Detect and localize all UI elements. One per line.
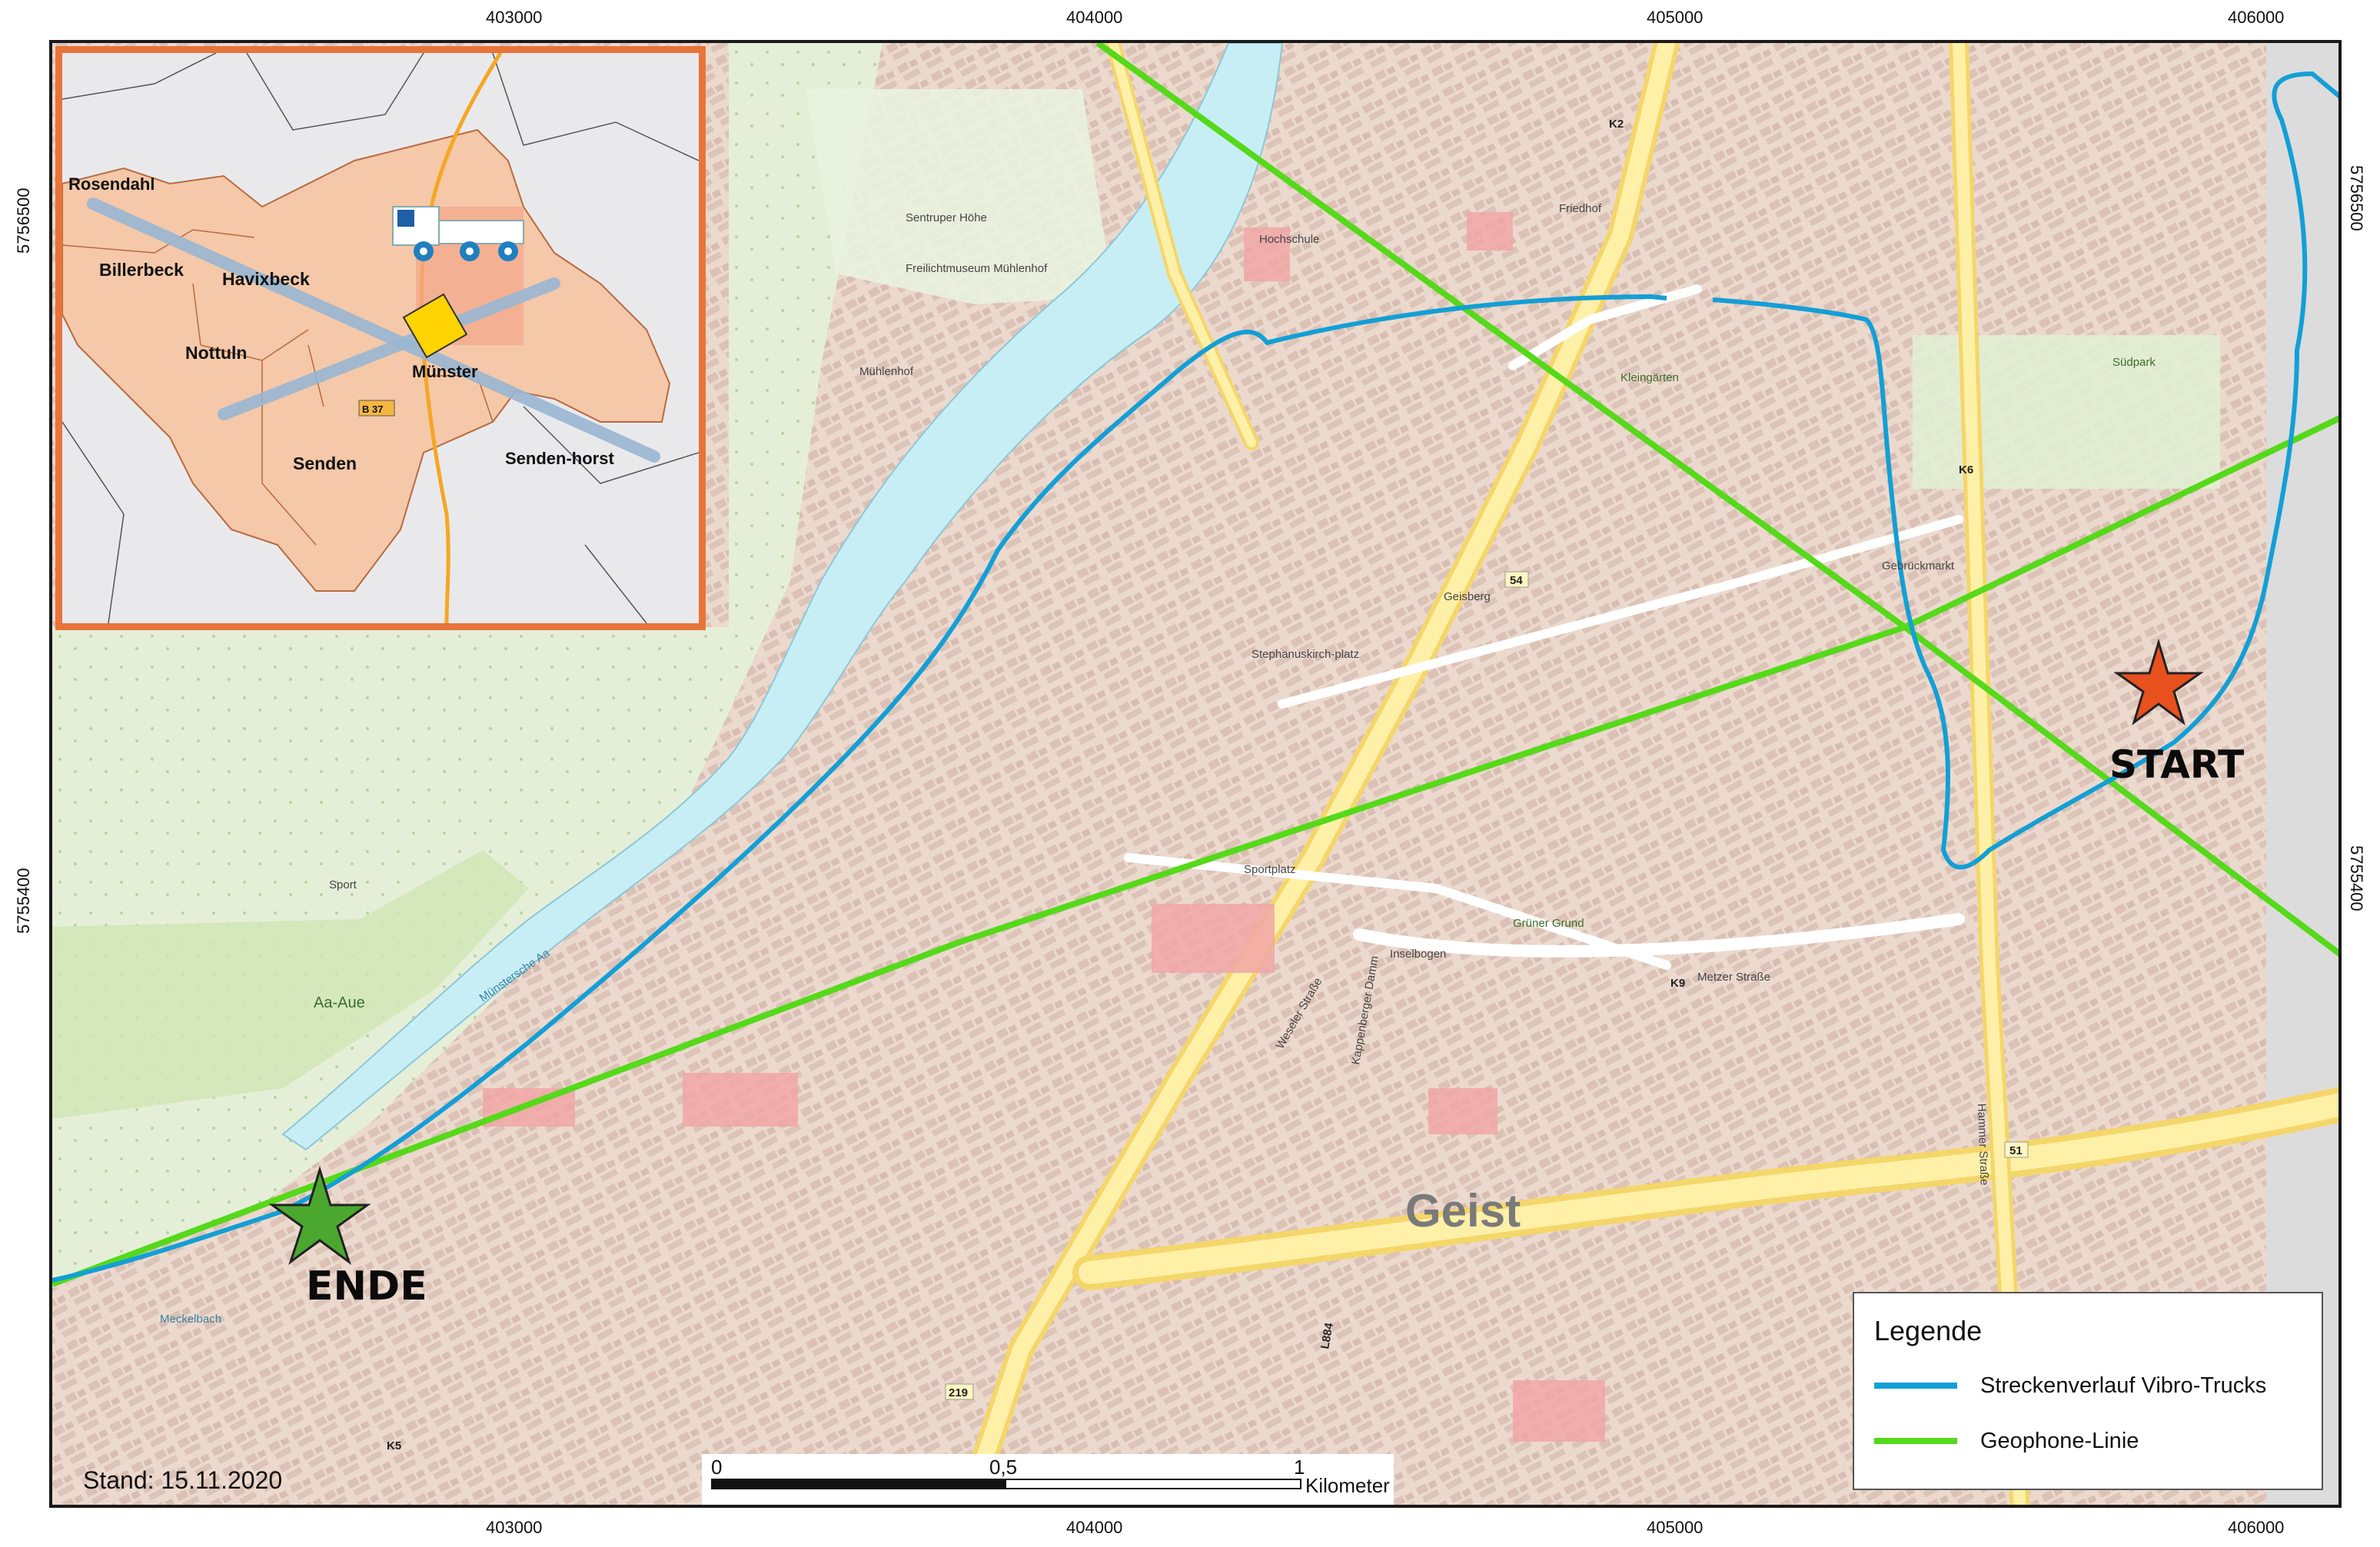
start-star-icon[interactable] [2113,638,2204,725]
scale-label-1: 1 [1294,1456,1305,1479]
road-shield: K6 [1959,463,1973,476]
street-label: Mühlenhof [859,365,914,378]
inset-place: Münster [412,362,478,381]
street-label: Hammer Straße [1975,1104,1991,1186]
legend-item-geophone: Geophone-Linie [1874,1426,2139,1456]
street-label: Inselbogen [1390,948,1446,961]
inset-place: Billerbeck [99,260,184,280]
inset-place: Rosendahl [68,174,155,194]
x-tick-bottom-405000: 405000 [1647,1518,1704,1537]
x-tick-bottom-406000: 406000 [2228,1518,2285,1537]
y-tick-left-5755400: 5755400 [14,868,33,934]
street-label: Geisberg [1444,590,1491,603]
street-label: Kleingärten [1620,371,1679,384]
legend-label-vibro: Streckenverlauf Vibro-Trucks [1980,1373,2267,1398]
legend-swatch-geophone [1874,1438,1957,1444]
road-shield: K9 [1670,977,1685,990]
y-tick-right-5755400: 5755400 [2347,845,2366,911]
district-label: Geist [1405,1185,1521,1237]
road-shield: 51 [2009,1144,2023,1157]
street-label: Sentruper Höhe [906,211,987,224]
end-star-icon[interactable] [268,1165,371,1265]
inset-road-label: B 37 [362,403,383,415]
scale-bar: 0 0,5 1 Kilometer [702,1454,1394,1505]
street-label: Gebrückmarkt [1882,559,1955,573]
overview-inset-map[interactable]: Rosendahl Billerbeck Havixbeck Nottuln M… [55,46,706,630]
legend-box: Legende Streckenverlauf Vibro-Trucks Geo… [1853,1292,2323,1490]
scale-bar-graphic [711,1479,1301,1489]
street-label: Sport [329,878,357,891]
x-tick-top-403000: 403000 [486,8,543,27]
vibro-truck-icon [392,206,524,261]
x-tick-top-406000: 406000 [2228,8,2285,27]
x-tick-top-404000: 404000 [1066,8,1123,27]
scale-label-half: 0,5 [989,1456,1018,1479]
inset-place: Senden-horst [505,449,614,468]
road-shield: L884 [1318,1321,1336,1349]
street-label: Aa-Aue [314,994,365,1011]
inset-place: Havixbeck [222,269,310,289]
date-stamp: Stand: 15.11.2020 [83,1466,283,1494]
y-tick-right-5756500: 5756500 [2347,165,2366,231]
y-tick-left-5756500: 5756500 [14,188,33,254]
road-shield: 219 [949,1386,968,1399]
street-label: Sportplatz [1244,863,1296,876]
x-tick-bottom-404000: 404000 [1066,1518,1123,1537]
street-label: Hochschule [1259,233,1319,246]
legend-swatch-vibro [1874,1383,1957,1389]
street-label: Meckelbach [160,1313,221,1326]
scale-unit: Kilometer [1305,1474,1390,1497]
end-label: ENDE [306,1263,427,1310]
inset-place: Nottuln [185,343,247,363]
legend-label-geophone: Geophone-Linie [1980,1428,2139,1453]
street-map[interactable]: Geist Sentruper Höhe Freilichtmuseum Müh… [52,43,2342,1508]
x-tick-top-405000: 405000 [1647,8,1704,27]
road-shield: 54 [1510,574,1523,587]
street-label: Metzer Straße [1697,971,1770,984]
map-frame[interactable]: Geist Sentruper Höhe Freilichtmuseum Müh… [49,40,2342,1508]
scale-label-0: 0 [711,1456,723,1479]
x-tick-bottom-403000: 403000 [486,1518,543,1537]
street-label: Südpark [2112,356,2156,369]
start-label: START [2109,742,2245,787]
legend-item-vibro: Streckenverlauf Vibro-Trucks [1874,1370,2266,1401]
road-shield: K5 [387,1439,401,1452]
street-label: Grüner Grund [1513,917,1584,930]
road-shield: K2 [1609,118,1624,131]
street-label: Friedhof [1559,202,1602,215]
legend-title: Legende [1874,1315,1983,1346]
inset-svg: Rosendahl Billerbeck Havixbeck Nottuln M… [62,53,699,623]
inset-place: Senden [293,453,357,473]
street-label: Stephanuskirch-platz [1251,648,1359,661]
street-label: Freilichtmuseum Mühlenhof [906,262,1048,275]
